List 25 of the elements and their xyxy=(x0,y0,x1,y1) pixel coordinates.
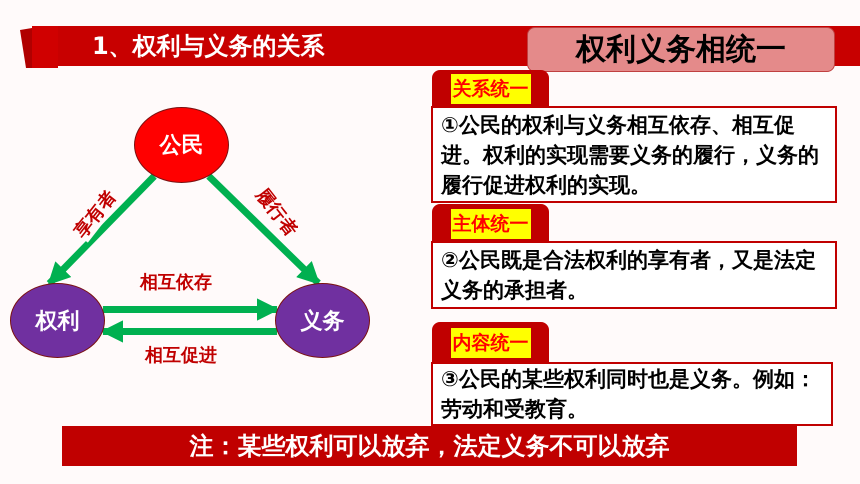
tab-label xyxy=(432,322,549,364)
tab-text: 内容统一 xyxy=(450,328,530,358)
arrow xyxy=(100,320,278,343)
body-text: ③公民的某些权利同时也是义务。例如：劳动和受教育。 xyxy=(441,366,817,423)
tab-label xyxy=(432,204,549,244)
body-text: ②公民既是合法权利的享有者，又是法定义务的承担者。 xyxy=(441,247,817,304)
note-text: 注：某些权利可以放弃，法定义务不可以放弃 xyxy=(190,431,670,462)
tab-text: 主体统一 xyxy=(450,209,530,239)
edge-label: 相互促进 xyxy=(145,343,217,367)
tab-text: 关系统一 xyxy=(450,74,530,104)
title-text: 1、权利与义务的关系 xyxy=(92,31,325,62)
arrow xyxy=(102,298,280,321)
tab-label xyxy=(432,70,549,108)
text-box xyxy=(431,241,837,309)
text-box xyxy=(431,106,837,203)
arrow xyxy=(206,174,321,286)
heading-text: 权利义务相统一 xyxy=(576,31,786,69)
node-label: 公民 xyxy=(160,132,204,160)
node-label: 义务 xyxy=(300,308,344,336)
edge-label: 相互依存 xyxy=(140,270,212,294)
heading-box xyxy=(527,27,835,72)
body-text: ①公民的权利与义务相互依存、相互促进。权利的实现需要义务的履行，义务的履行促进权利的实现。 xyxy=(441,112,820,198)
text-box xyxy=(431,362,833,426)
note-bar xyxy=(62,426,797,466)
node-label: 权利 xyxy=(36,308,80,336)
